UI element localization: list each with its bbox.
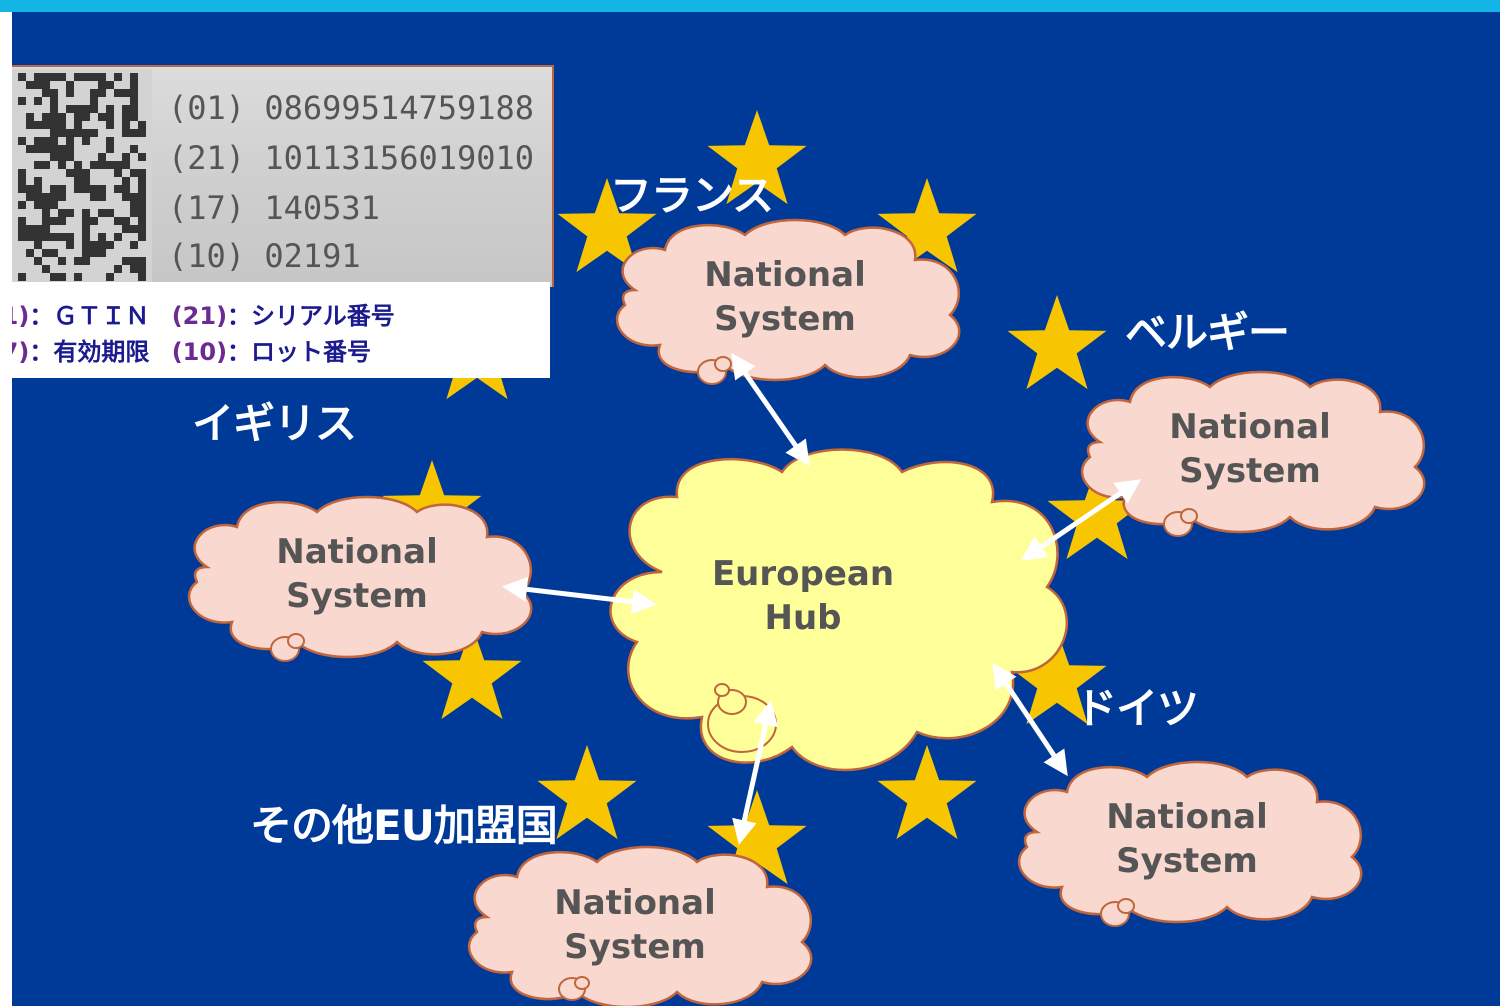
hub-line1: European bbox=[711, 554, 895, 594]
country-label-belgium: ベルギー bbox=[1125, 308, 1290, 357]
top-accent-bar bbox=[0, 0, 1500, 12]
diagram-canvas: European Hub National System National Sy… bbox=[12, 12, 1500, 1006]
national-line2: System bbox=[286, 576, 428, 616]
national-line1: National bbox=[276, 532, 438, 572]
national-line2: System bbox=[1179, 451, 1321, 491]
country-label-other-eu: その他EU加盟国 bbox=[250, 801, 558, 850]
country-label-uk: イギリス bbox=[192, 399, 357, 448]
datamatrix-barcode bbox=[12, 69, 152, 285]
country-label-france: フランス bbox=[610, 171, 774, 220]
legend-key: (01) bbox=[12, 302, 30, 330]
arrow-germany-hub bbox=[992, 662, 1068, 777]
national-system-text-belgium: National System bbox=[1140, 405, 1360, 493]
arrow-france-hub bbox=[731, 352, 810, 467]
barcode-text-line: (10) 02191 bbox=[168, 237, 361, 275]
legend-text: ：ＧＴＩＮ bbox=[29, 302, 150, 330]
national-line2: System bbox=[714, 299, 856, 339]
ai-legend-panel: (01)：ＧＴＩＮ (21)：シリアル番号 (17)：有効期限 (10)：ロット… bbox=[12, 282, 550, 378]
national-system-cloud-other bbox=[467, 845, 813, 1006]
barcode-text-line: (01) 08699514759188 bbox=[168, 89, 535, 127]
national-line1: National bbox=[704, 255, 866, 295]
legend-row-2: (17)：有効期限 (10)：ロット番号 bbox=[12, 332, 371, 367]
national-system-text-germany: National System bbox=[1077, 795, 1297, 883]
national-line1: National bbox=[1106, 797, 1268, 837]
national-system-text-uk: National System bbox=[247, 530, 467, 618]
arrow-uk-hub bbox=[502, 576, 657, 615]
legend-text: ：シリアル番号 bbox=[227, 302, 395, 330]
national-line2: System bbox=[1116, 841, 1258, 881]
national-system-text-france: National System bbox=[675, 253, 895, 341]
legend-text: ：ロット番号 bbox=[227, 338, 372, 366]
country-label-germany: ドイツ bbox=[1075, 684, 1199, 733]
connection-arrows bbox=[502, 352, 1142, 845]
legend-text: ：有効期限 bbox=[29, 338, 150, 366]
national-line1: National bbox=[1169, 407, 1331, 447]
clouds-layer bbox=[187, 218, 1426, 1006]
legend-key: (21) bbox=[171, 302, 228, 330]
hub-line2: Hub bbox=[764, 598, 842, 638]
national-system-cloud-france bbox=[615, 218, 961, 385]
legend-key: (17) bbox=[12, 338, 30, 366]
barcode-label-photo: (01) 08699514759188 (21) 10113156019010 … bbox=[12, 65, 554, 287]
national-line1: National bbox=[554, 883, 716, 923]
arrow-belgium-hub bbox=[1020, 479, 1142, 561]
arrow-other-hub bbox=[732, 700, 778, 845]
national-line2: System bbox=[564, 927, 706, 967]
european-hub-text: European Hub bbox=[688, 552, 918, 640]
national-system-cloud-germany bbox=[1017, 760, 1363, 927]
legend-key: (10) bbox=[171, 338, 228, 366]
legend-row-1: (01)：ＧＴＩＮ (21)：シリアル番号 bbox=[12, 296, 395, 331]
barcode-text-line: (17) 140531 bbox=[168, 189, 380, 227]
barcode-text-line: (21) 10113156019010 bbox=[168, 139, 535, 177]
national-system-text-other: National System bbox=[525, 881, 745, 969]
